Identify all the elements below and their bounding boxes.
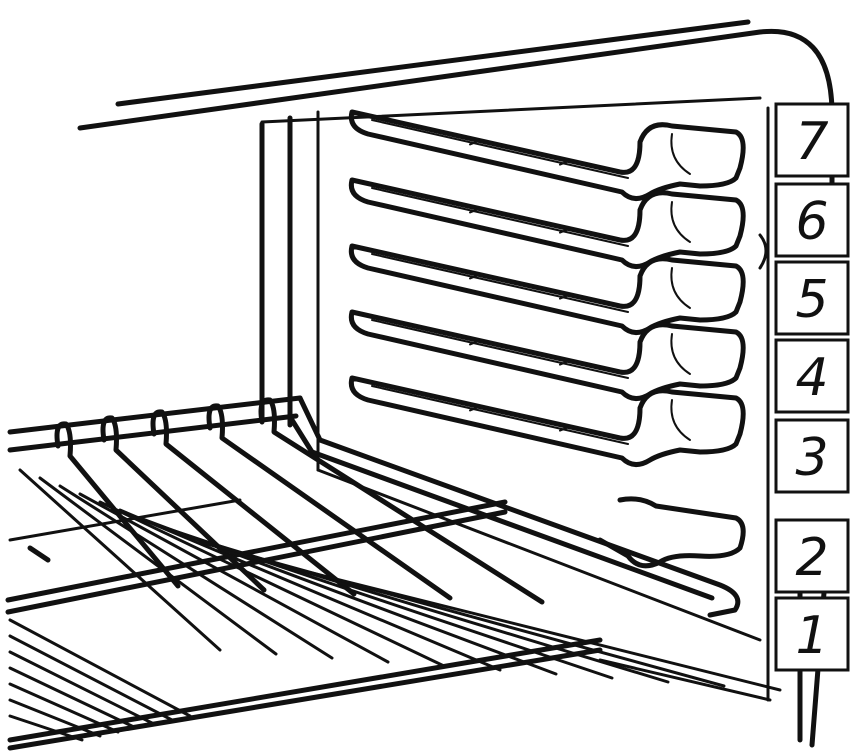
level-number: 7 bbox=[795, 112, 828, 172]
level-number: 4 bbox=[795, 348, 828, 408]
rack-wire bbox=[10, 652, 154, 724]
level-number: 1 bbox=[795, 606, 828, 666]
shelf-runner bbox=[351, 378, 743, 465]
shelf-level-label: 4 bbox=[776, 340, 848, 412]
level-number: 3 bbox=[795, 428, 828, 488]
level-number: 2 bbox=[795, 528, 828, 588]
shelf-level-label: 7 bbox=[776, 104, 848, 176]
shelf-runner bbox=[351, 312, 743, 399]
level-number: 6 bbox=[795, 192, 828, 252]
rack-wires bbox=[10, 400, 780, 740]
rack-wire bbox=[120, 510, 500, 670]
shelf-level-label: 6 bbox=[776, 184, 848, 256]
shelf-runners bbox=[351, 112, 743, 566]
shelf-level-labels: 7 6 5 4 3 2 1 bbox=[776, 104, 848, 670]
rack-wire bbox=[10, 620, 190, 716]
shelf-runner bbox=[351, 246, 743, 333]
shelf-runner bbox=[351, 112, 743, 199]
shelf-level-label: 1 bbox=[776, 598, 848, 670]
shelf-level-label: 5 bbox=[776, 262, 848, 334]
shelf-runner bbox=[351, 180, 743, 267]
rack-wire bbox=[60, 486, 332, 658]
shelf-runner bbox=[600, 499, 743, 566]
shelf-level-label: 2 bbox=[776, 520, 848, 592]
level-number: 5 bbox=[795, 270, 828, 330]
shelf-level-label: 3 bbox=[776, 420, 848, 492]
